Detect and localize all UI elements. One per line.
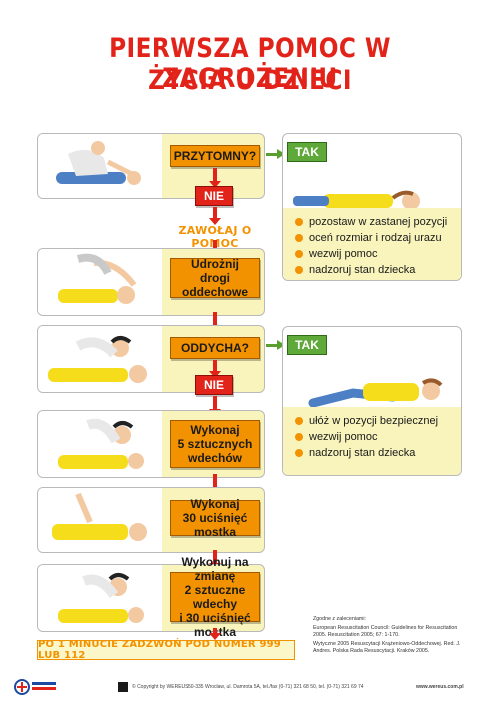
yes-arrow-2 [266,340,285,350]
yes-arrow-1 [266,149,285,159]
copyright-text: © Copyright by WEREUS [132,684,189,690]
illustration-rescue-breaths [38,411,162,477]
airway-box: Udrożnij drogi oddechowe [170,257,260,299]
illustration-cpr-cycle [38,565,162,631]
list-item: nadzoruj stan dziecka [295,262,453,278]
arrow-down [209,168,221,188]
list-item: wezwij pomoc [295,246,453,262]
arrow-down [209,396,221,416]
arrow-down [209,628,221,640]
references: Zgodne z zaleceniami: European Resuscita… [313,616,463,657]
address-text: 50-335 Wrocław, ul. Damrota 5A, tel./fax… [188,684,364,690]
references-header: Zgodne z zaleceniami: [313,616,366,622]
list-item: oceń rozmiar i rodzaj urazu [295,230,453,246]
step-breathing-panel [37,325,265,393]
breaths-box: Wykonaj 5 sztucznych wdechów [170,420,260,468]
logo [14,679,56,695]
arrow-down [209,207,221,225]
yes-list-1: pozostaw w zastanej pozycji oceń rozmiar… [283,208,461,280]
compressions-box: Wykonaj 30 uciśnięć mostka [170,497,260,539]
page-title-line1: PIERWSZA POMOC W ZAGROŻENIU [109,33,391,94]
list-item: nadzoruj stan dziecka [295,445,453,461]
alternate-box: Wykonuj na zmianę 2 sztuczne wdechy i 30… [170,555,260,639]
page-title-line2: ŻYCIA U DZIECI [148,65,352,96]
list-item: pozostaw w zastanej pozycji [295,214,453,230]
reference-1: European Resuscitation Council: Guidelin… [313,625,458,638]
yes-list-2: ułóż w pozycji bezpiecznej wezwij pomoc … [283,407,461,475]
arrow-down [209,360,221,378]
footer: © Copyright by WEREUS 50-335 Wrocław, ul… [0,678,500,698]
list-item: wezwij pomoc [295,429,453,445]
website-text: www.wereus.com.pl [416,684,464,690]
illustration-check-breathing [38,326,162,392]
illustration-child-lying [293,190,420,210]
wereus-logo [118,682,128,692]
illustration-open-airway [38,249,162,315]
illustration-check-consciousness [38,134,162,198]
no-label-2: NIE [195,375,233,395]
breathing-question-box: ODDYCHA? [170,337,260,359]
step-compressions-panel [37,487,265,553]
conscious-question-box: PRZYTOMNY? [170,145,260,167]
reference-2: Wytyczne 2005 Resuscytacji Krążeniowo-Od… [313,641,461,654]
yes-label-1: TAK [287,142,327,162]
illustration-recovery-position [308,378,443,408]
call-112-banner: PO 1 MINUCIE ZADZWOŃ POD NUMER 999 LUB 1… [37,639,295,661]
illustration-chest-compressions [38,488,162,552]
yes-panel-2: TAK ułóż w pozycji bezpiecznej wezwij po… [282,326,462,476]
yes-label-2: TAK [287,335,327,355]
list-item: ułóż w pozycji bezpiecznej [295,413,453,429]
yes-panel-1: TAK pozostaw w zastanej pozycji oceń roz… [282,133,462,281]
no-label-1: NIE [195,186,233,206]
